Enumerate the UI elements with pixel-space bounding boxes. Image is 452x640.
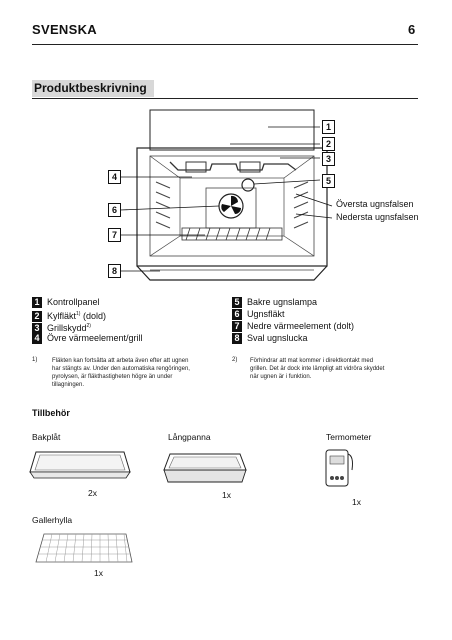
footnote-line: när ugnen är i funktion. [250, 374, 312, 380]
callout-1: 1 [322, 120, 335, 134]
legend-number: 2 [32, 311, 42, 323]
lower-runner-label: Nedersta ugnsfalsen [336, 212, 419, 222]
accessory-quantity: 1x [352, 497, 361, 507]
footnote-line: Förhindrar att mat kommer i direktkontak… [250, 358, 374, 364]
section-title: Produktbeskrivning [32, 80, 154, 97]
grill-element-shape [169, 161, 297, 171]
legend-item: 6 Ugnsfläkt [232, 309, 285, 321]
accessory-quantity: 1x [222, 490, 231, 500]
callout-7: 7 [108, 228, 121, 242]
legend-number: 8 [232, 333, 242, 345]
accessory-label: Bakplåt [32, 432, 61, 442]
footnote-line: pyrolysen, är fläkthastigheten högre än … [52, 374, 173, 380]
oven-cavity [149, 155, 315, 257]
legend-text: Ugnsfläkt [247, 309, 285, 319]
upper-runner-label: Översta ugnsfalsen [336, 199, 414, 209]
legend-number: 7 [232, 321, 242, 333]
legend-number: 5 [232, 297, 242, 309]
legend-text: Nedre värmeelement (dolt) [247, 321, 355, 331]
footnote-1: Fläkten kan fortsätta att arbeta även ef… [52, 357, 222, 389]
legend-item: 7 Nedre värmeelement (dolt) [232, 321, 355, 333]
footnote-number: 1) [32, 357, 38, 363]
legend-number: 1 [32, 297, 42, 309]
legend-item: 3 Grillskydd2) [32, 321, 91, 335]
oven-diagram [119, 109, 333, 281]
header-rule [32, 44, 418, 45]
legend-item: 8 Sval ugnslucka [232, 333, 308, 345]
control-panel-shape [149, 109, 315, 151]
callout-3: 3 [322, 152, 335, 166]
callout-5: 5 [322, 174, 335, 188]
legend-text: Sval ugnslucka [247, 333, 308, 343]
callout-4: 4 [108, 170, 121, 184]
legend-text: Kylfläkt [47, 311, 77, 321]
footnote-line: tillagningen. [52, 382, 85, 388]
accessory-label: Gallerhylla [32, 515, 73, 525]
legend-text: Grillskydd [47, 323, 87, 333]
legend-text: Övre värmeelement/grill [47, 333, 143, 343]
roasting-pan-image [163, 453, 247, 483]
accessory-quantity: 2x [88, 488, 97, 498]
footnote-line: grillen. Det är dock inte lämpligt att v… [250, 366, 385, 372]
footnote-line: Fläkten kan fortsätta att arbeta även ef… [52, 358, 189, 364]
section-rule [32, 98, 418, 99]
legend-item: 2 Kylfläkt1) (dold) [32, 309, 106, 323]
callout-2: 2 [322, 137, 335, 151]
legend-item: 5 Bakre ugnslampa [232, 297, 318, 309]
accessory-label: Termometer [326, 432, 372, 442]
legend-text: Kontrollpanel [47, 297, 100, 307]
accessory-quantity: 1x [94, 568, 103, 578]
legend-number: 3 [32, 323, 42, 335]
page-number: 6 [408, 22, 416, 37]
legend-suffix: (dold) [80, 311, 106, 321]
legend-item: 1 Kontrollpanel [32, 297, 100, 309]
accessories-title: Tillbehör [32, 408, 70, 418]
footnote-number: 2) [232, 357, 238, 363]
footnote-line: har stängts av. Under den automatiska re… [52, 366, 190, 372]
document-language: SVENSKA [32, 22, 97, 37]
wire-shelf-image [35, 533, 133, 563]
accessory-label: Långpanna [168, 432, 211, 442]
callout-6: 6 [108, 203, 121, 217]
footnote-2: Förhindrar att mat kommer i direktkontak… [250, 357, 420, 381]
baking-tray-image [29, 451, 131, 479]
footnote-ref: 2) [86, 323, 91, 329]
oven-frame [136, 147, 328, 267]
oven-back-wall [179, 177, 285, 237]
footnote-ref: 1) [76, 311, 81, 317]
lamp-shape [241, 178, 255, 192]
legend-text: Bakre ugnslampa [247, 297, 318, 307]
oven-door-shape [136, 265, 328, 281]
callout-8: 8 [108, 264, 121, 278]
legend-number: 4 [32, 333, 42, 345]
legend-number: 6 [232, 309, 242, 321]
thermometer-image [325, 449, 353, 487]
legend-item: 4 Övre värmeelement/grill [32, 333, 143, 345]
